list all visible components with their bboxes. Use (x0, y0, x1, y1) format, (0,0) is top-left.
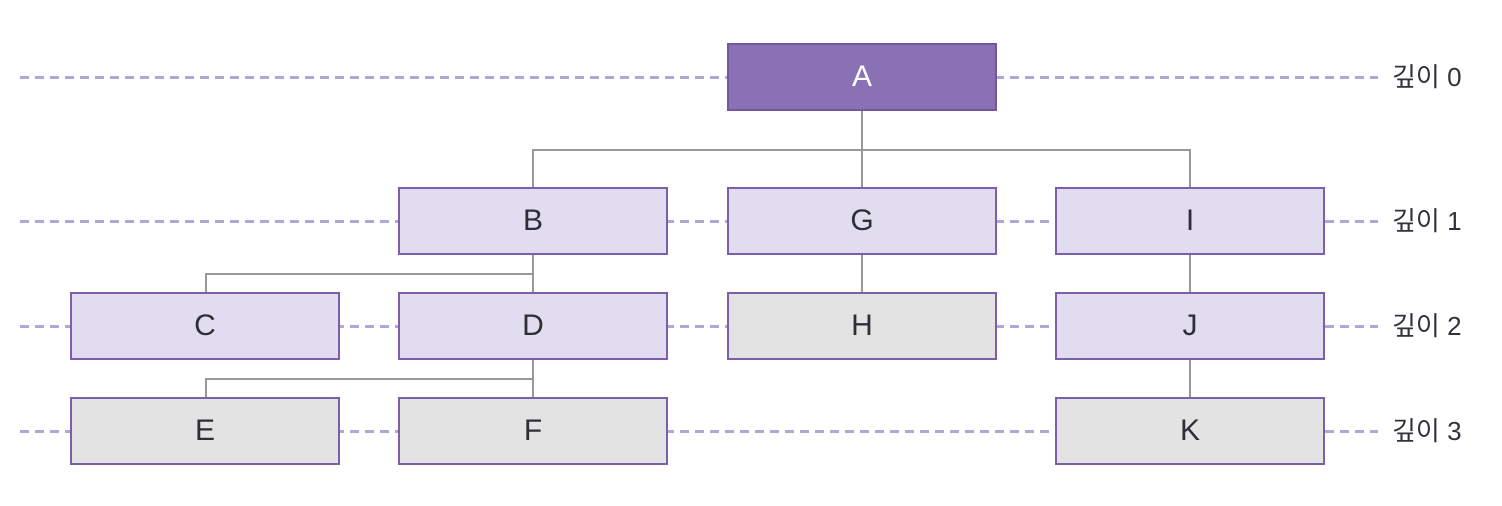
edge-b-stem-connector (532, 255, 534, 274)
node-j: J (1055, 292, 1325, 360)
edge-d-e-connector (205, 378, 207, 397)
edge-a-g-connector (861, 149, 863, 187)
edge-i-j-connector (1189, 255, 1191, 292)
depth-label-2: 깊이 2 (1392, 311, 1462, 341)
depth-label-3: 깊이 3 (1392, 416, 1462, 446)
node-e: E (70, 397, 340, 465)
node-b: B (398, 187, 668, 255)
depth-line-2 (20, 325, 1378, 328)
edge-d-stem-connector (532, 360, 534, 379)
depth-line-3 (20, 430, 1378, 433)
node-d: D (398, 292, 668, 360)
edge-j-k-connector (1189, 360, 1191, 397)
edge-d-children-bus-connector (205, 378, 534, 380)
edge-a-b-connector (532, 149, 534, 187)
depth-line-1 (20, 220, 1378, 223)
edge-b-d-connector (532, 273, 534, 292)
depth-line-0 (20, 76, 1378, 79)
edge-b-c-connector (205, 273, 207, 292)
node-c: C (70, 292, 340, 360)
node-a: A (727, 43, 997, 111)
node-i: I (1055, 187, 1325, 255)
edge-d-f-connector (532, 378, 534, 397)
edge-a-stem-connector (861, 111, 863, 150)
edge-b-children-bus-connector (205, 273, 534, 275)
depth-label-1: 깊이 1 (1392, 206, 1462, 236)
node-g: G (727, 187, 997, 255)
edge-g-h-connector (861, 255, 863, 292)
node-f: F (398, 397, 668, 465)
depth-label-0: 깊이 0 (1392, 62, 1462, 92)
node-h: H (727, 292, 997, 360)
edge-a-i-connector (1189, 149, 1191, 187)
node-k: K (1055, 397, 1325, 465)
